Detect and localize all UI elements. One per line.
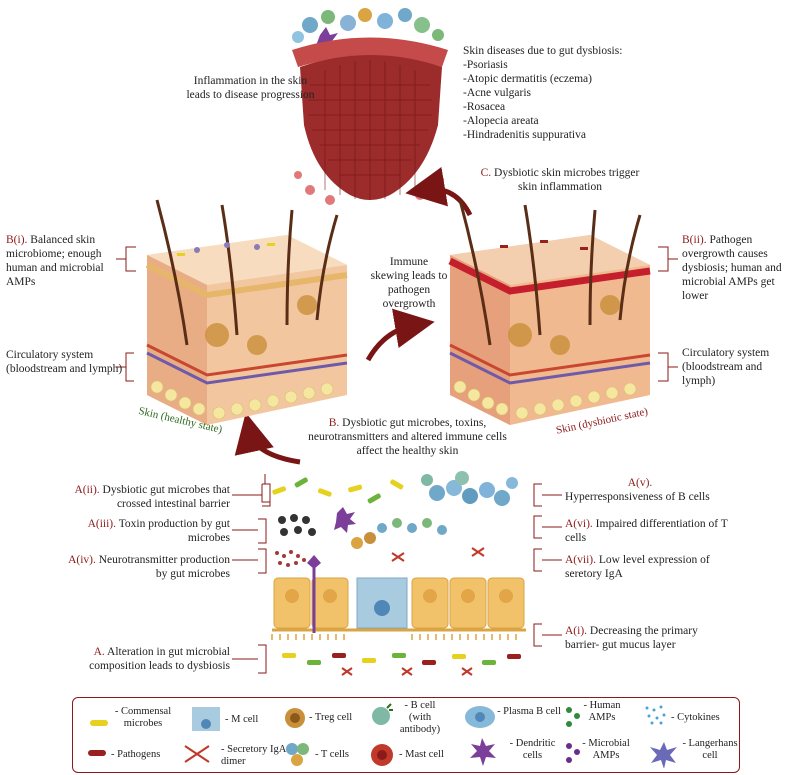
label-bii-text: Pathogen overgrowth causes dysbiosis; hu… bbox=[682, 234, 782, 302]
inflammation-progression-text: Inflammation in the skin leads to diseas… bbox=[186, 75, 315, 101]
label-c-letter: C. bbox=[480, 167, 492, 179]
label-avii-text: Low level expression of seretory IgA bbox=[565, 554, 710, 580]
label-bi-text: Balanced skin microbiome; enough human a… bbox=[6, 234, 104, 288]
pathogens-icon bbox=[88, 750, 106, 756]
label-aii-letter: A(ii). bbox=[74, 484, 100, 496]
label-aiii-text: Toxin production by gut microbes bbox=[118, 518, 230, 544]
right-circulatory-label: Circulatory system (bloodstream and lymp… bbox=[682, 347, 770, 387]
t-cells bbox=[351, 518, 447, 549]
legend-iga: - Secretory IgA dimer bbox=[221, 744, 286, 767]
label-a-text: Alteration in gut microbial composition … bbox=[89, 646, 230, 672]
label-b: B. Dysbiotic gut microbes, toxins, neuro… bbox=[300, 416, 515, 458]
secretory-iga-icon bbox=[184, 745, 210, 763]
human-amps-icon bbox=[566, 707, 580, 727]
legend-commensal: - Commensal microbes bbox=[114, 706, 172, 729]
skin-diseases-list: Skin diseases due to gut dysbiosis: -Pso… bbox=[463, 44, 673, 142]
plasma-b-cell-icon bbox=[465, 706, 495, 728]
inflamed-tissue-illustration bbox=[292, 8, 448, 205]
t-cells-icon bbox=[286, 743, 309, 766]
label-avi-letter: A(vi). bbox=[565, 518, 593, 530]
label-avii: A(vii). Low level expression of seretory… bbox=[565, 553, 735, 581]
m-cell-icon bbox=[192, 707, 220, 731]
arrow-to-dysbiotic-skin bbox=[365, 308, 435, 362]
label-ai-text: Decreasing the primary barrier- gut mucu… bbox=[565, 625, 698, 651]
langerhans-cell-icon bbox=[650, 742, 677, 768]
label-bii-letter: B(ii). bbox=[682, 234, 707, 246]
label-c: C. Dysbiotic skin microbes trigger skin … bbox=[470, 166, 650, 194]
mast-cell-icon bbox=[371, 744, 393, 766]
label-avi: A(vi). Impaired differentiation of T cel… bbox=[565, 517, 735, 545]
legend-cytokines: - Cytokines bbox=[671, 712, 720, 723]
disease-item: -Rosacea bbox=[463, 101, 506, 113]
left-circulatory-label: Circulatory system (bloodstream and lymp… bbox=[6, 349, 123, 375]
dysbiotic-skin-block bbox=[448, 199, 651, 425]
legend-human-amps: - Human AMPs bbox=[583, 700, 621, 723]
label-aii-text: Dysbiotic gut microbes that crossed inte… bbox=[102, 484, 230, 510]
legend-plasma: - Plasma B cell bbox=[497, 706, 561, 717]
label-a-letter: A. bbox=[93, 646, 105, 658]
label-aiii-letter: A(iii). bbox=[87, 518, 117, 530]
healthy-skin-block bbox=[145, 199, 348, 425]
label-aii: A(ii). Dysbiotic gut microbes that cross… bbox=[58, 483, 230, 511]
legend-t-cells: - T cells bbox=[315, 749, 350, 760]
b-cells-cluster bbox=[421, 471, 518, 506]
label-av-letter: A(v). bbox=[627, 477, 653, 489]
label-bi: B(i). Balanced skin microbiome; enough h… bbox=[6, 233, 121, 289]
legend-langerhans: - Langerhans cell bbox=[682, 738, 738, 761]
legend-treg: - Treg cell bbox=[309, 712, 353, 723]
label-aiv-letter: A(iv). bbox=[68, 554, 96, 566]
legend-microbial-amps: - Microbial AMPs bbox=[582, 738, 630, 761]
disease-item: -Psoriasis bbox=[463, 59, 508, 71]
label-bi-letter: B(i). bbox=[6, 234, 28, 246]
crossed-microbes bbox=[272, 477, 404, 504]
disease-item: -Atopic dermatitis (eczema) bbox=[463, 73, 592, 85]
disease-item: -Hindradenitis suppurativa bbox=[463, 129, 586, 141]
legend-b-cell: - B cell (with antibody) bbox=[399, 700, 441, 735]
label-avii-letter: A(vii). bbox=[565, 554, 596, 566]
label-av-text: Hyperresponsiveness of B cells bbox=[565, 491, 710, 503]
legend-m-cell: - M cell bbox=[225, 714, 259, 725]
dendritic-cell-icon bbox=[470, 738, 496, 766]
gut-epithelium-illustration bbox=[271, 471, 526, 676]
label-aiv: A(iv). Neurotransmitter production by gu… bbox=[58, 553, 230, 581]
label-b-letter: B. bbox=[328, 417, 340, 429]
legend-box: - Commensal microbes - Pathogens - M cel… bbox=[72, 697, 740, 773]
immune-cells-cluster bbox=[292, 8, 444, 55]
label-a: A. Alteration in gut microbial compositi… bbox=[58, 645, 230, 673]
epithelial-cells bbox=[271, 577, 526, 640]
label-avi-text: Impaired differentiation of T cells bbox=[565, 518, 728, 544]
cytokines-icon bbox=[645, 705, 666, 725]
label-aiii: A(iii). Toxin production by gut microbes bbox=[58, 517, 230, 545]
label-ai: A(i). Decreasing the primary barrier- gu… bbox=[565, 624, 725, 652]
commensal-microbes-icon bbox=[90, 720, 108, 726]
label-b-text: Dysbiotic gut microbes, toxins, neurotra… bbox=[308, 417, 507, 457]
treg-cell-icon bbox=[285, 708, 305, 728]
legend-pathogens: - Pathogens bbox=[111, 749, 161, 760]
disease-item: -Alopecia areata bbox=[463, 115, 539, 127]
skin-diseases-title: Skin diseases due to gut dysbiosis: bbox=[463, 45, 623, 57]
arrow-from-gut-to-skin bbox=[234, 412, 301, 465]
legend-mast: - Mast cell bbox=[399, 749, 444, 760]
legend-dendritic: - Dendritic cells bbox=[509, 738, 556, 761]
label-c-text: Dysbiotic skin microbes trigger skin inf… bbox=[494, 167, 640, 193]
disease-item: -Acne vulgaris bbox=[463, 87, 532, 99]
label-av: A(v). Hyperresponsiveness of B cells bbox=[565, 476, 715, 504]
b-cell-icon bbox=[372, 703, 393, 725]
label-bii: B(ii). Pathogen overgrowth causes dysbio… bbox=[682, 233, 797, 303]
microbial-amps-icon bbox=[566, 743, 580, 763]
label-ai-letter: A(i). bbox=[565, 625, 588, 637]
label-aiv-text: Neurotransmitter production by gut micro… bbox=[98, 554, 230, 580]
immune-skewing-text: Immune skewing leads to pathogen overgro… bbox=[370, 256, 448, 310]
arrow-to-inflammation bbox=[405, 166, 473, 217]
